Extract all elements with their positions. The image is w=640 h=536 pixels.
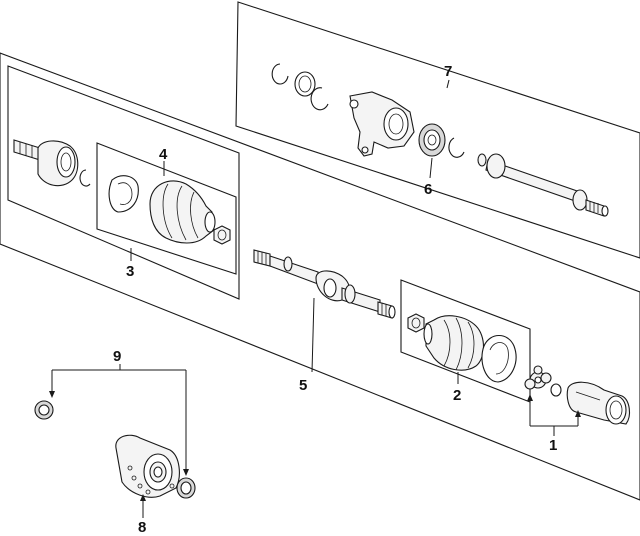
axle-nut-lower xyxy=(407,313,425,333)
outer-boot xyxy=(149,180,216,244)
callout-5: 5 xyxy=(299,377,307,394)
half-shaft xyxy=(253,249,396,319)
seal-ring xyxy=(294,71,316,97)
inner-cv-housing xyxy=(566,381,631,425)
frame-group-7 xyxy=(235,1,640,259)
differential-case xyxy=(115,434,180,498)
callout-2: 2 xyxy=(453,387,461,404)
inner-boot xyxy=(423,315,485,371)
leader-lines xyxy=(49,79,581,518)
boot-band-large xyxy=(108,175,139,213)
frame-main-axle xyxy=(0,52,640,501)
frame-group-3 xyxy=(7,65,240,300)
oil-seal-left xyxy=(34,400,54,420)
oil-seal-right xyxy=(176,477,196,499)
frame-group-4 xyxy=(96,142,237,275)
retaining-ring xyxy=(550,383,562,397)
callout-8: 8 xyxy=(138,519,146,536)
callout-6: 6 xyxy=(424,181,432,198)
callout-9: 9 xyxy=(113,348,121,365)
intermediate-shaft xyxy=(477,153,609,217)
snap-ring-2 xyxy=(310,87,329,111)
boot-clip-small xyxy=(79,169,91,187)
callout-1: 1 xyxy=(549,437,557,454)
outer-cv-joint xyxy=(13,139,79,187)
axle-nut-upper xyxy=(213,225,231,245)
snap-ring-3 xyxy=(448,137,465,158)
callout-4: 4 xyxy=(159,146,168,163)
center-bearing xyxy=(418,123,446,157)
callout-7: 7 xyxy=(444,63,452,80)
callout-3: 3 xyxy=(126,263,134,280)
snap-ring-left xyxy=(271,63,289,85)
tripod-joint xyxy=(524,365,552,390)
bearing-bracket xyxy=(349,91,415,157)
boot-band-inner xyxy=(481,334,517,383)
